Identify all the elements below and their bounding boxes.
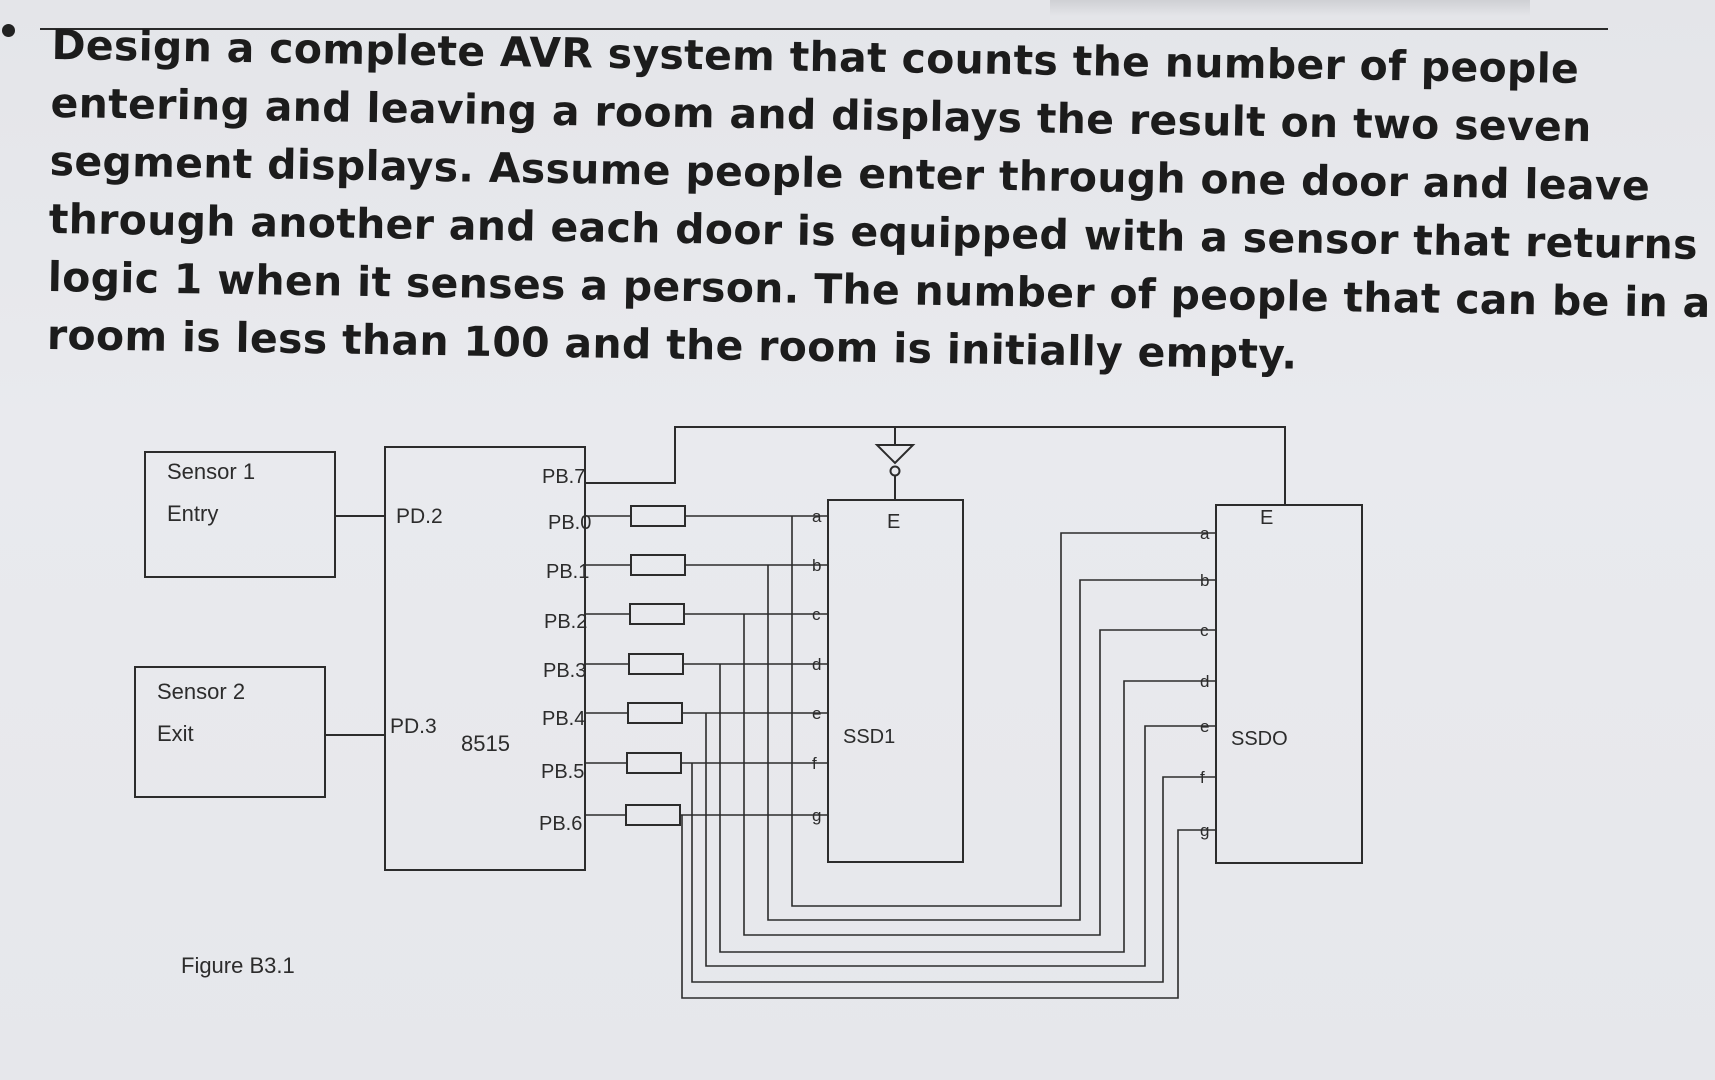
figure-caption: Figure B3.1 [181,953,295,978]
ssd0-segment-label: c [1200,621,1209,640]
pin-pb7-label: PB.7 [542,466,585,488]
bullet-point [2,24,15,37]
ssd0-segment-wire [681,815,1216,999]
ssd0-segment-label: d [1200,672,1209,691]
sensor1-box [144,451,336,578]
ssd0-segment-wire [691,763,1216,983]
ssd0-box [1215,504,1363,864]
enable-wire [585,426,1286,505]
sensor1-title: Sensor 1 [167,459,255,484]
ssd1-segment-label: b [812,556,821,575]
ssd1-segment-label: a [812,507,822,526]
ssd0-segment-label: e [1200,717,1209,736]
pin-pb5-label: PB.5 [541,761,584,783]
resistor [630,505,686,527]
ssd1-segment-label: g [812,806,821,825]
ssd0-segment-wire [743,614,1216,936]
resistor [629,603,685,625]
ssd0-segment-label: f [1200,768,1205,787]
mcu-name: 8515 [461,731,510,756]
circuit-diagram: Sensor 1 Entry Sensor 2 Exit PD.2 PD.3 8… [134,426,1363,999]
ssd1-enable-label: E [887,511,900,533]
ssd0-segment-label: b [1200,571,1209,590]
ssd0-segment-wire [791,516,1216,907]
pin-pb6-label: PB.6 [539,813,582,835]
resistor [626,752,682,774]
ssd0-segment-label: a [1200,524,1210,543]
cropped-heading-strip [1050,0,1530,16]
worksheet-page: Design a complete AVR system that counts… [2,0,1711,999]
ssd1-segment-label: e [812,704,821,723]
resistor [625,804,681,826]
mcu-box [384,446,586,871]
ssd1-segment-label: f [812,754,817,773]
ssd1-box [827,499,964,863]
ssd1-name: SSD1 [843,726,895,748]
heading-rule [40,28,1608,30]
pin-pb1-label: PB.1 [546,561,589,583]
ssd0-segment-wire [719,664,1216,953]
sensor2-box [134,666,326,798]
ssd1-segment-label: c [812,605,821,624]
ssd0-segment-wire [767,565,1216,921]
sensor2-title: Sensor 2 [157,679,245,704]
resistor [628,653,684,675]
inverter-gate [874,444,916,465]
pin-pb0-label: PB.0 [548,512,591,534]
resistor [630,554,686,576]
resistor [627,702,683,724]
pin-pd3-label: PD.3 [390,715,437,738]
ssd0-segment-wire [705,713,1216,967]
inverter-bubble [889,465,901,477]
pin-pb2-label: PB.2 [544,611,587,633]
pin-pb4-label: PB.4 [542,708,585,730]
pin-pd2-label: PD.2 [396,505,443,528]
ssd1-segment-label: d [812,655,821,674]
ssd0-segment-label: g [1200,821,1209,840]
ssd0-enable-label: E [1260,507,1273,529]
sensor2-subtitle: Exit [157,721,194,746]
pin-pb3-label: PB.3 [543,660,586,682]
ssd0-name: SSDO [1231,728,1288,750]
sensor1-subtitle: Entry [167,501,218,526]
